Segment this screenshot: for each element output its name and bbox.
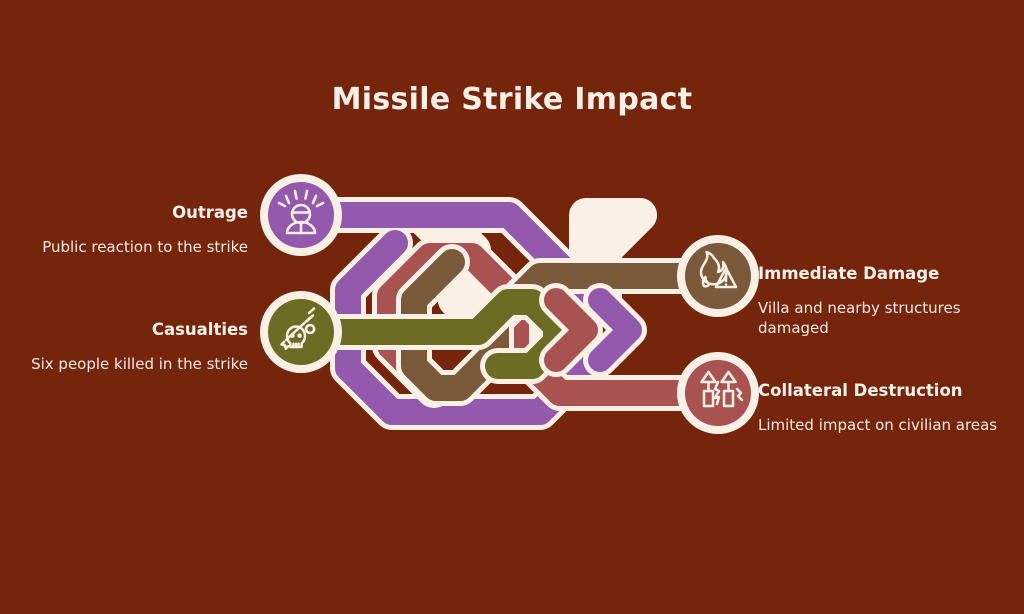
ribbon-fill-olive	[288, 289, 569, 379]
angry-person-icon	[277, 189, 325, 235]
label-block-collateral-destruction: Collateral Destruction Limited impact on…	[758, 381, 1006, 435]
ribbon-chevron-purple-fill	[588, 288, 642, 372]
label-heading-collateral-destruction: Collateral Destruction	[758, 381, 963, 400]
label-desc-collateral-destruction: Limited impact on civilian areas	[758, 415, 998, 434]
node-circle-outrage[interactable]	[260, 174, 342, 256]
label-desc-outrage: Public reaction to the strike	[42, 237, 248, 256]
fire-warning-icon	[699, 250, 738, 289]
label-block-immediate-damage: Immediate Damage Villa and nearby struct…	[758, 264, 1006, 339]
cracked-buildings-icon	[700, 370, 744, 408]
label-heading-immediate-damage: Immediate Damage	[758, 264, 940, 283]
node-circle-immediate-damage[interactable]	[677, 235, 759, 317]
ribbon-chevron-rose-fill	[544, 288, 598, 372]
node-circle-casualties[interactable]	[260, 291, 342, 373]
label-block-casualties: Casualties Six people killed in the stri…	[20, 320, 248, 374]
label-block-outrage: Outrage Public reaction to the strike	[20, 203, 248, 257]
label-desc-casualties: Six people killed in the strike	[31, 354, 248, 373]
label-heading-casualties: Casualties	[151, 320, 248, 339]
skull-sword-icon	[280, 307, 316, 351]
label-desc-immediate-damage: Villa and nearby structures damaged	[758, 298, 961, 338]
label-heading-outrage: Outrage	[172, 203, 248, 222]
page-title: Missile Strike Impact	[331, 82, 693, 117]
